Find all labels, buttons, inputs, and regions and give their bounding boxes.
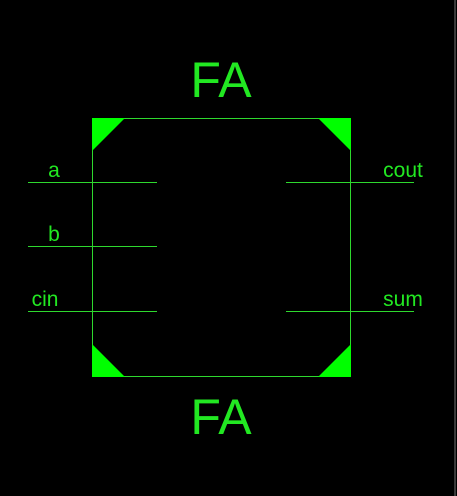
- corner-marker-top-left: [92, 118, 125, 151]
- window-edge: [454, 0, 456, 496]
- block-name-top: FA: [190, 52, 252, 108]
- corner-marker-bottom-right: [318, 344, 351, 377]
- pin-label-a: a: [48, 159, 60, 182]
- pin-label-sum: sum: [383, 288, 423, 311]
- pin-label-cin: cin: [32, 288, 59, 311]
- corner-marker-top-right: [318, 118, 351, 151]
- corner-marker-bottom-left: [92, 344, 125, 377]
- pin-label-cout: cout: [383, 159, 423, 182]
- block-name-bottom: FA: [190, 389, 252, 445]
- pin-label-b: b: [48, 223, 60, 246]
- block-outline[interactable]: [92, 118, 351, 377]
